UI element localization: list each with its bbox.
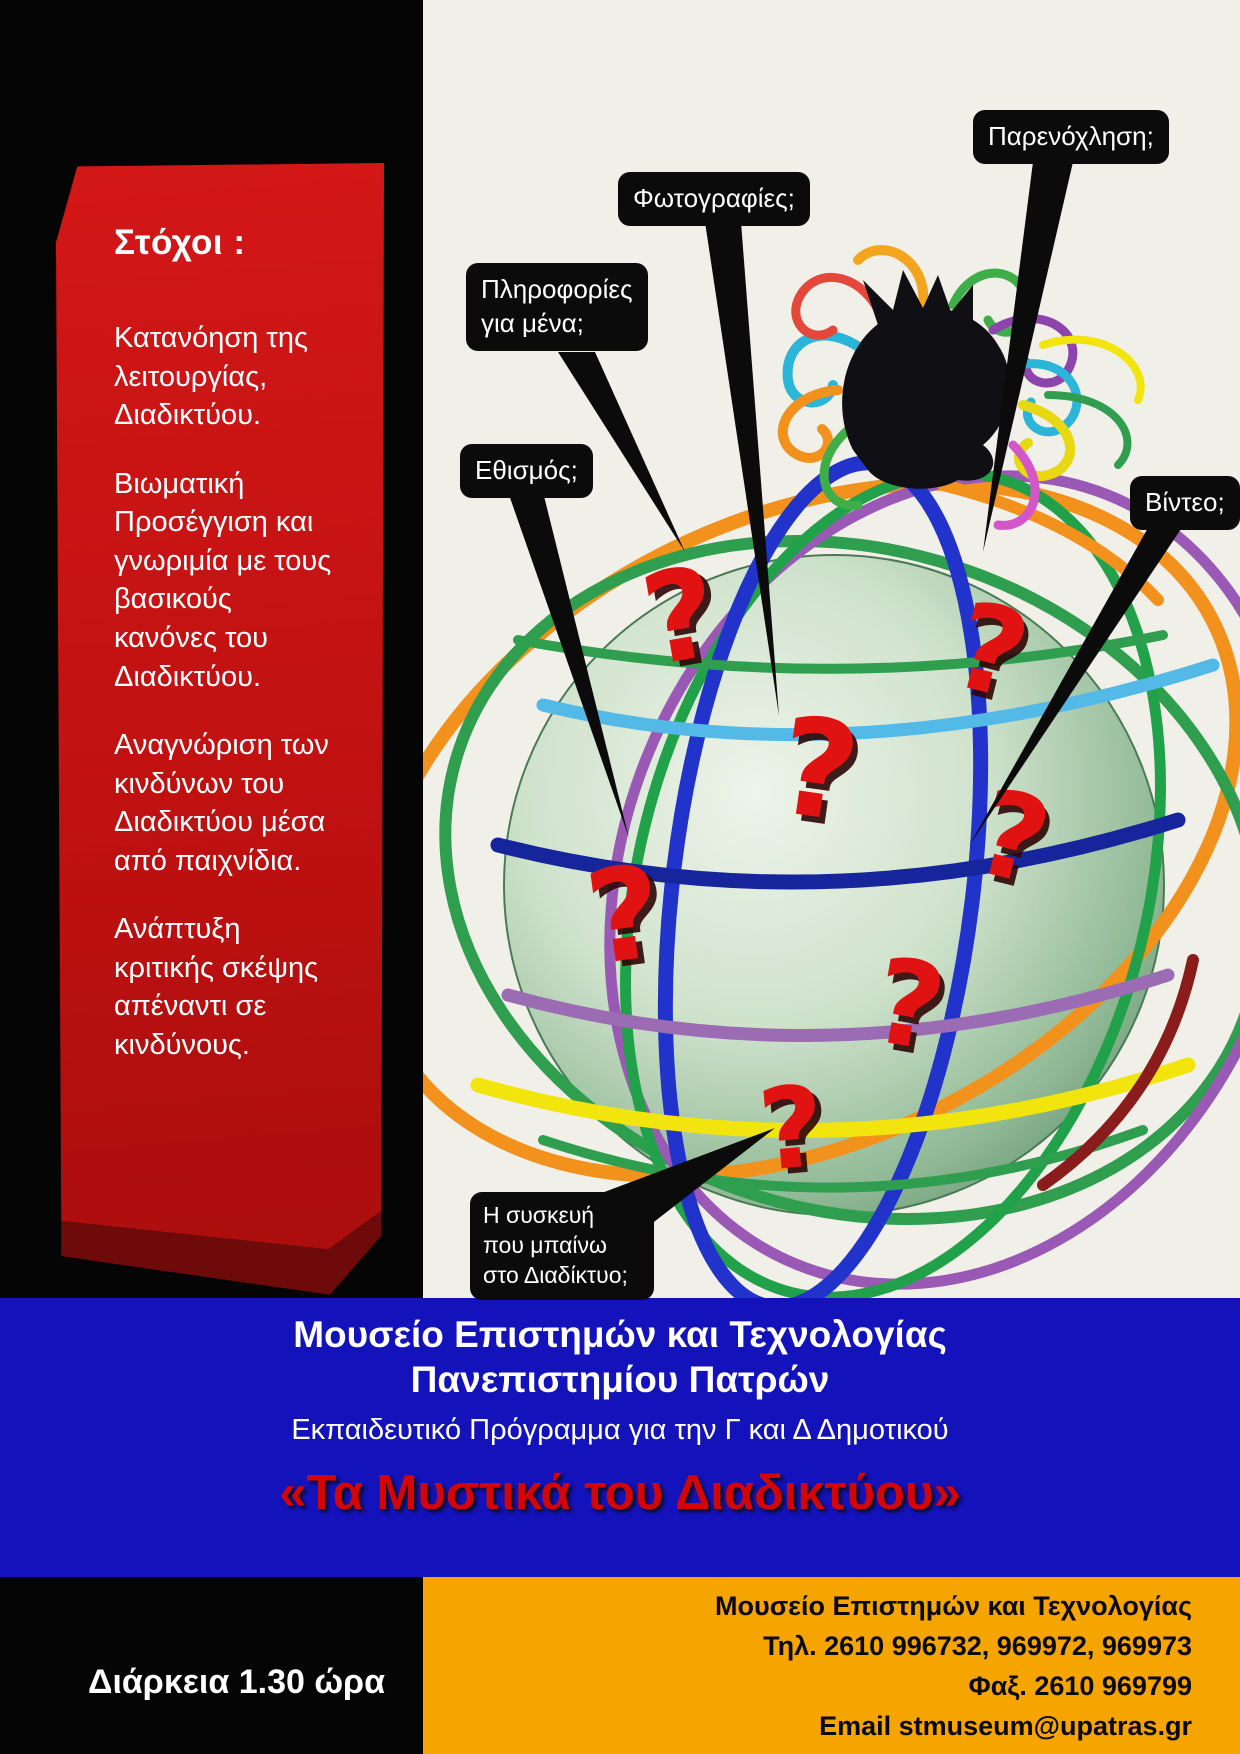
contact-email: Email stmuseum@upatras.gr — [819, 1710, 1192, 1741]
callout-tail — [983, 162, 1073, 552]
museum-name-line1: Μουσείο Επιστημών και Τεχνολογίας — [293, 1314, 947, 1355]
museum-banner: Μουσείο Επιστημών και Τεχνολογίας Πανεπι… — [0, 1298, 1240, 1577]
goal-item: Ανάπτυξη κριτικής σκέψης απέναντι σε κιν… — [114, 913, 319, 1061]
callout-device: Η συσκευή που μπαίνω στο Διαδίκτυο; — [470, 1192, 654, 1300]
contact-block: Μουσείο Επιστημών και Τεχνολογίας Τηλ. 2… — [423, 1577, 1240, 1754]
callout-harassment: Παρενόχληση; — [973, 110, 1169, 164]
goals-panel: Στόχοι : Κατανόηση της λειτουργίας, Διαδ… — [56, 163, 384, 1297]
callout-photos: Φωτογραφίες; — [618, 172, 810, 226]
question-mark-icon: ? ? — [754, 1062, 837, 1203]
contact-name: Μουσείο Επιστημών και Τεχνολογίας — [715, 1591, 1192, 1621]
callout-addiction: Εθισμός; — [460, 444, 593, 498]
goals-panel-face — [56, 163, 384, 1250]
footer: Διάρκεια 1.30 ώρα Μουσείο Επιστημών και … — [0, 1577, 1240, 1754]
program-subtitle: Εκπαιδευτικό Πρόγραμμα για την Γ και Δ Δ… — [291, 1414, 949, 1447]
callout-tail — [558, 352, 685, 552]
contact-fax: Φαξ. 2610 969799 — [968, 1670, 1192, 1701]
goals-heading: Στόχοι : — [114, 223, 246, 262]
duration-text: Διάρκεια 1.30 ώρα — [88, 1663, 385, 1701]
goal-item: Αναγνώριση των κινδύνων του Διαδικτύου μ… — [114, 729, 329, 877]
goal-item: Κατανόηση της λειτουργίας, Διαδικτύου. — [114, 322, 308, 432]
callout-tail — [969, 526, 1183, 846]
goal-item: Βιωματική Προσέγγιση και γνωριμία με του… — [114, 467, 332, 693]
callout-tails — [508, 162, 1183, 1242]
poster-title: «Τα Μυστικά του Διαδικτύου» — [279, 1466, 961, 1521]
svg-text:?: ? — [760, 1067, 836, 1202]
contact-phone: Τηλ. 2610 996732, 969972, 969973 — [763, 1630, 1192, 1661]
callout-video: Βίντεο; — [1130, 476, 1240, 530]
callout-tail — [508, 492, 629, 838]
svg-text:?: ? — [754, 1062, 830, 1197]
callout-personal-info: Πληροφορίες για μένα; — [466, 263, 648, 351]
globe-illustration: ? ? ? ? ? ? ? ? ? ? ? ? — [423, 162, 1240, 1298]
callout-tail — [705, 222, 779, 716]
museum-name-line2: Πανεπιστημίου Πατρών — [410, 1359, 830, 1401]
